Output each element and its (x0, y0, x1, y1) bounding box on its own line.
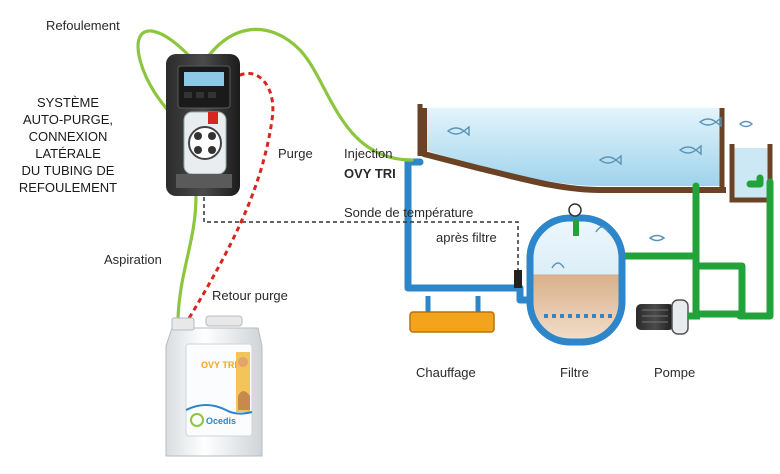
pool-basin (417, 104, 754, 242)
auto-purge-description: SYSTÈME AUTO-PURGE, CONNEXION LATÉRALE D… (2, 94, 134, 196)
circulation-pump (636, 299, 700, 335)
system-line-3: CONNEXION (28, 129, 108, 144)
fish-icon (446, 116, 754, 242)
label-retour-purge: Retour purge (212, 288, 288, 303)
label-injection: Injection (344, 146, 393, 161)
label-ovy-tri: OVY TRI (344, 166, 396, 181)
skimmer-tank (729, 144, 773, 203)
discharge-tube (136, 27, 414, 162)
canister-logo: Ocedis (206, 416, 236, 426)
temperature-probe-line (203, 190, 522, 288)
system-line-2: AUTO-PURGE, (22, 112, 114, 127)
suction-tube (176, 195, 198, 319)
dosing-pump (166, 54, 240, 196)
label-apres-filtre: après filtre (436, 230, 497, 245)
chemical-canister (165, 315, 263, 457)
label-purge: Purge (278, 146, 313, 161)
heater (409, 296, 495, 333)
purge-tube (186, 71, 275, 321)
canister-brand: OVY TRI (201, 360, 237, 370)
sand-filter (526, 203, 626, 346)
pressure-gauge-icon (568, 203, 582, 217)
label-chauffage: Chauffage (416, 365, 476, 380)
label-filtre: Filtre (560, 365, 589, 380)
ocedis-logo-icon (190, 413, 204, 427)
system-line-1: SYSTÈME (36, 95, 100, 110)
label-aspiration: Aspiration (104, 252, 162, 267)
label-pompe: Pompe (654, 365, 696, 380)
system-line-5: DU TUBING DE (21, 163, 115, 178)
pump-display (184, 72, 224, 86)
system-line-4: LATÉRALE (35, 146, 101, 161)
label-sonde: Sonde de température (344, 205, 474, 220)
system-line-6: REFOULEMENT (18, 180, 118, 195)
label-refoulement: Refoulement (46, 18, 120, 33)
